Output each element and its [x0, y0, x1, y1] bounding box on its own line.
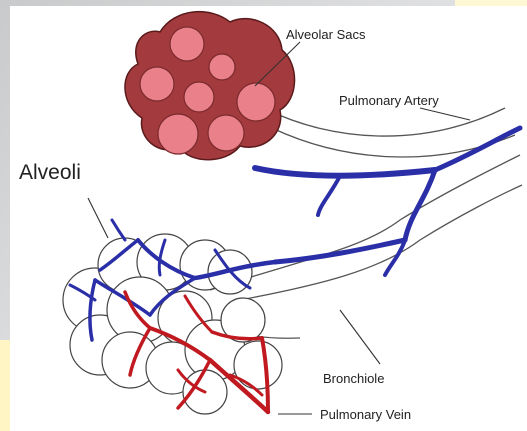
sac-bubble [208, 115, 244, 151]
sac-bubble [170, 27, 204, 61]
artery-main-right [435, 128, 520, 170]
leader-line-pulmonary-artery [420, 108, 470, 120]
pulmonary-artery-vessels [70, 128, 520, 340]
leader-line-alveoli [88, 198, 108, 238]
upper-airway-inner-outline [272, 128, 515, 157]
sac-bubble [209, 54, 235, 80]
sac-bubble [237, 83, 275, 121]
alveoli-cluster [63, 234, 282, 414]
lower-airway-inner-outline [240, 185, 522, 300]
upper-airway-outline [268, 108, 505, 136]
artery-branch-small [318, 176, 340, 215]
leader-line-bronchiole [340, 310, 380, 364]
alveolus [234, 341, 282, 389]
label-pulmonary-vein: Pulmonary Vein [320, 408, 411, 421]
artery-main-upper [255, 168, 435, 176]
sac-bubble [184, 82, 214, 112]
artery-branch-down [405, 170, 435, 240]
label-pulmonary-artery: Pulmonary Artery [339, 94, 439, 107]
label-alveolar-sacs: Alveolar Sacs [286, 28, 365, 41]
label-alveoli: Alveoli [19, 162, 81, 183]
sac-bubble [140, 67, 174, 101]
sac-bubble [158, 114, 198, 154]
alveolar-sac-cluster [125, 12, 295, 160]
artery-branch-left [275, 240, 405, 262]
label-bronchiole: Bronchiole [323, 372, 384, 385]
artery-capillary [112, 220, 125, 240]
